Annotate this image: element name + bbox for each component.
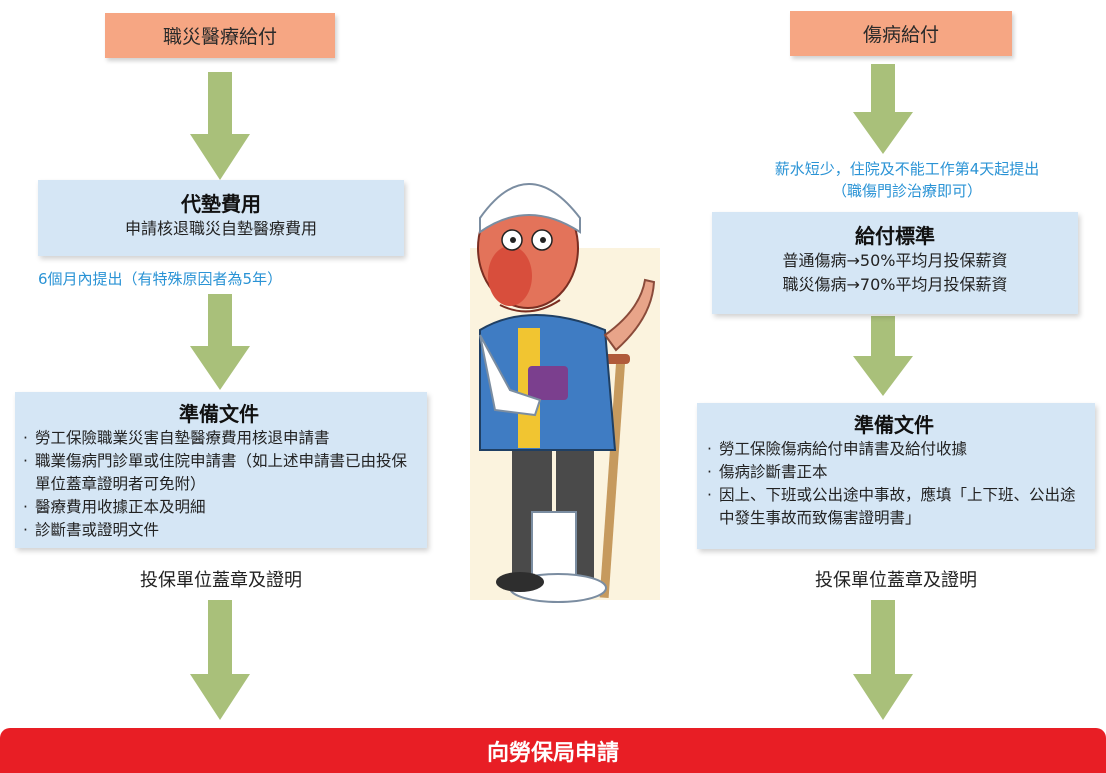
left-top-label: 職災醫療給付: [105, 13, 335, 58]
payment-standard-line1: 普通傷病→50%平均月投保薪資: [782, 251, 1008, 270]
right-condition-note-line1: 薪水短少，住院及不能工作第4天起提出: [774, 160, 1040, 178]
arrow-right-2: [853, 316, 913, 396]
right-condition-note: 薪水短少，住院及不能工作第4天起提出 （職傷門診治療即可）: [712, 158, 1102, 202]
injured-worker-illustration: [470, 183, 660, 603]
arrow-left-2: [190, 294, 250, 390]
payment-standard-line2: 職災傷病→70%平均月投保薪資: [782, 275, 1008, 294]
left-stamp-label: 投保單位蓋章及證明: [140, 570, 302, 591]
right-documents-title: 準備文件: [854, 413, 934, 437]
advance-payment-title: 代墊費用: [181, 192, 261, 216]
left-documents-title: 準備文件: [179, 402, 259, 426]
arrow-left-3: [190, 600, 250, 720]
left-documents-list: 勞工保險職業災害自墊醫療費用核退申請書 職業傷病門診單或住院申請書（如上述申請書…: [21, 427, 417, 542]
right-documents-list: 勞工保險傷病給付申請書及給付收據 傷病診斷書正本 因上、下班或公出途中事故，應填…: [705, 438, 1083, 530]
advance-payment-subtitle: 申請核退職災自墊醫療費用: [124, 219, 317, 238]
list-item: 勞工保險傷病給付申請書及給付收據: [705, 438, 1083, 461]
right-stamp-label: 投保單位蓋章及證明: [815, 570, 977, 591]
right-documents-box: 準備文件 勞工保險傷病給付申請書及給付收據 傷病診斷書正本 因上、下班或公出途中…: [697, 403, 1095, 549]
list-item: 診斷書或證明文件: [21, 519, 417, 542]
payment-standard-title: 給付標準: [855, 224, 935, 248]
list-item: 勞工保險職業災害自墊醫療費用核退申請書: [21, 427, 417, 450]
arrow-left-1: [190, 72, 250, 180]
left-documents-box: 準備文件 勞工保險職業災害自墊醫療費用核退申請書 職業傷病門診單或住院申請書（如…: [15, 392, 427, 548]
payment-standard-box: 給付標準 普通傷病→50%平均月投保薪資 職災傷病→70%平均月投保薪資: [712, 212, 1078, 314]
list-item: 傷病診斷書正本: [705, 461, 1083, 484]
arrow-right-1: [853, 64, 913, 154]
right-condition-note-line2: （職傷門診治療即可）: [831, 182, 982, 200]
arrow-right-3: [853, 600, 913, 720]
apply-to-bli-banner: 向勞保局申請: [0, 728, 1106, 773]
right-top-label: 傷病給付: [790, 11, 1012, 56]
left-deadline-note: 6個月內提出（有特殊原因者為5年）: [38, 270, 283, 288]
advance-payment-box: 代墊費用 申請核退職災自墊醫療費用: [38, 180, 404, 256]
list-item: 職業傷病門診單或住院申請書（如上述申請書已由投保單位蓋章證明者可免附）: [21, 450, 417, 496]
list-item: 醫療費用收據正本及明細: [21, 496, 417, 519]
list-item: 因上、下班或公出途中事故，應填「上下班、公出途中發生事故而致傷害證明書」: [705, 484, 1083, 530]
